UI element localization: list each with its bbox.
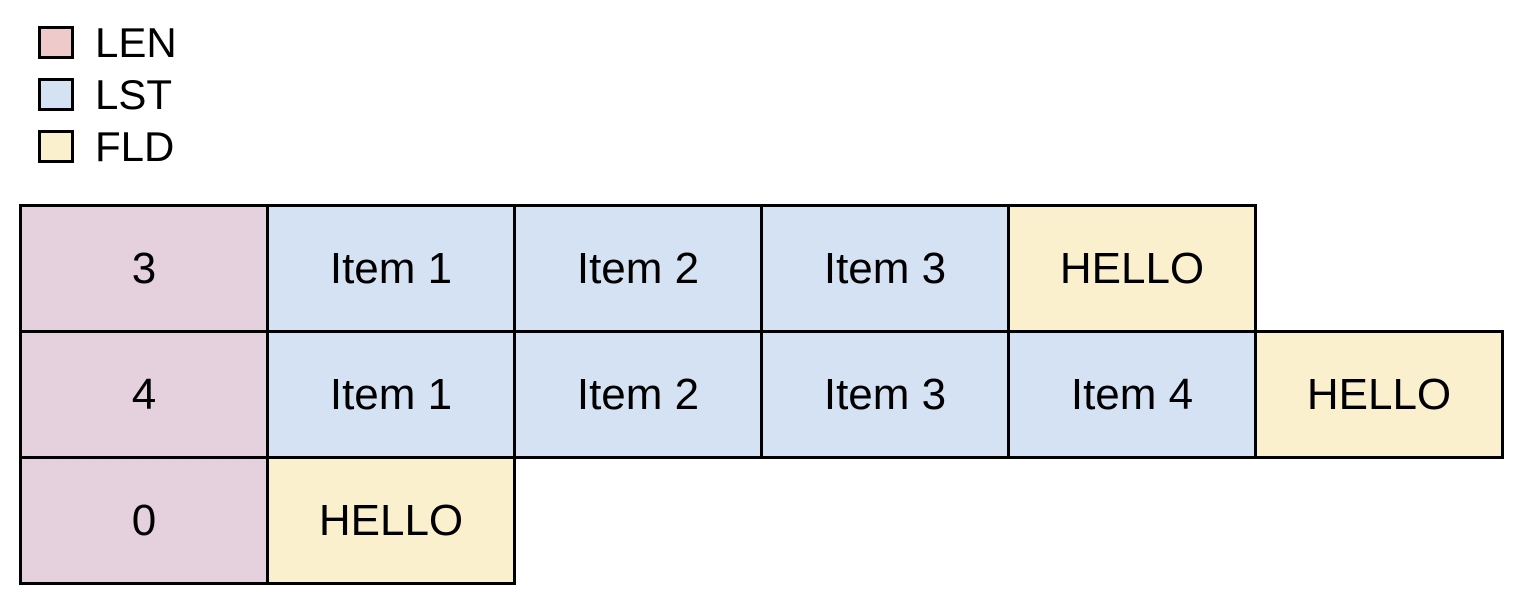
lst-color-swatch (38, 78, 74, 111)
legend-item-lst: LST (38, 71, 177, 118)
fld-cell: HELLO (1007, 204, 1257, 333)
legend-item-len: LEN (38, 19, 177, 66)
fld-color-swatch (38, 130, 74, 163)
fld-cell: HELLO (266, 456, 516, 585)
legend: LEN LST FLD (38, 19, 177, 170)
len-cell: 4 (19, 330, 269, 459)
lst-item-cell: Item 1 (266, 204, 516, 333)
lst-item-cell: Item 3 (760, 330, 1010, 459)
lst-item-cell: Item 3 (760, 204, 1010, 333)
legend-item-label: FLD (95, 123, 175, 170)
legend-item-label: LST (95, 71, 173, 118)
structure-row-2: 4 Item 1 Item 2 Item 3 Item 4 HELLO (19, 330, 1504, 459)
legend-item-label: LEN (95, 19, 177, 66)
lst-item-cell: Item 2 (513, 204, 763, 333)
lst-item-cell: Item 4 (1007, 330, 1257, 459)
len-cell: 3 (19, 204, 269, 333)
len-cell: 0 (19, 456, 269, 585)
structure-row-1: 3 Item 1 Item 2 Item 3 HELLO (19, 204, 1504, 333)
fld-cell: HELLO (1254, 330, 1504, 459)
list-structure-diagram: 3 Item 1 Item 2 Item 3 HELLO 4 Item 1 It… (19, 204, 1504, 585)
legend-item-fld: FLD (38, 123, 177, 170)
structure-row-3: 0 HELLO (19, 456, 1504, 585)
lst-item-cell: Item 2 (513, 330, 763, 459)
lst-item-cell: Item 1 (266, 330, 516, 459)
len-color-swatch (38, 26, 74, 59)
